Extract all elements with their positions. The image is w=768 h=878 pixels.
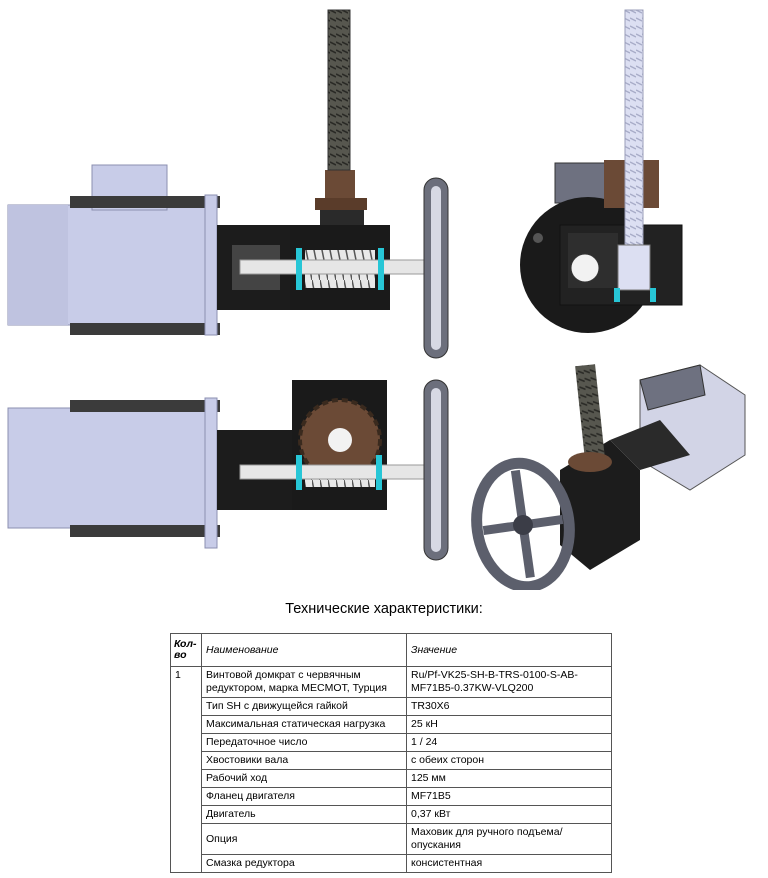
table-row: Смазка редуктора консистентная	[171, 854, 612, 873]
item-value: Ru/Pf-VK25-SH-B-TRS-0100-S-AB-MF71B5-0.3…	[406, 666, 612, 698]
table-row: Передаточное число 1 / 24	[171, 733, 612, 752]
row-value: 0,37 кВт	[406, 805, 612, 824]
row-value: с обеих сторон	[406, 751, 612, 770]
header-name: Наименование	[201, 633, 407, 667]
row-name: Хвостовики вала	[201, 751, 407, 770]
row-name: Максимальная статическая нагрузка	[201, 715, 407, 734]
cad-drawings	[7, 9, 746, 590]
row-name: Фланец двигателя	[201, 787, 407, 806]
table-row: Двигатель 0,37 кВт	[171, 805, 612, 824]
table-row: Рабочий ход 125 мм	[171, 769, 612, 788]
spec-caption: Технические характеристики:	[285, 601, 483, 617]
spec-table: Кол-во Наименование Значение 1 Винтовой …	[170, 633, 612, 873]
row-value: 25 кН	[406, 715, 612, 734]
table-row: Фланец двигателя MF71B5	[171, 787, 612, 806]
row-name: Рабочий ход	[201, 769, 407, 788]
table-row: Хвостовики вала с обеих сторон	[171, 751, 612, 770]
row-value: 125 мм	[406, 769, 612, 788]
row-name: Передаточное число	[201, 733, 407, 752]
row-name: Опция	[201, 823, 407, 855]
header-value: Значение	[406, 633, 612, 667]
row-name: Тип SH с движущейся гайкой	[201, 697, 407, 716]
row-value: MF71B5	[406, 787, 612, 806]
row-name: Смазка редуктора	[201, 854, 407, 873]
table-row: 1 Винтовой домкрат с червячным редукторо…	[170, 666, 612, 873]
row-value: TR30X6	[406, 697, 612, 716]
item-name: Винтовой домкрат с червячным редуктором,…	[201, 666, 407, 698]
section-view-bottom	[7, 379, 449, 561]
qty-cell: 1	[170, 666, 202, 873]
row-value: 1 / 24	[406, 733, 612, 752]
header-qty: Кол-во	[170, 633, 202, 667]
table-header-row: Кол-во Наименование Значение	[170, 633, 612, 667]
section-view-top	[7, 9, 449, 359]
row-value: консистентная	[406, 854, 612, 873]
row-value: Маховик для ручного подъема/опускания	[406, 823, 612, 855]
row-name: Двигатель	[201, 805, 407, 824]
table-row: Опция Маховик для ручного подъема/опуска…	[171, 823, 612, 855]
table-row: Тип SH с движущейся гайкой TR30X6	[171, 697, 612, 716]
end-view	[520, 9, 683, 333]
table-row: Максимальная статическая нагрузка 25 кН	[171, 715, 612, 734]
isometric-view	[471, 364, 746, 590]
